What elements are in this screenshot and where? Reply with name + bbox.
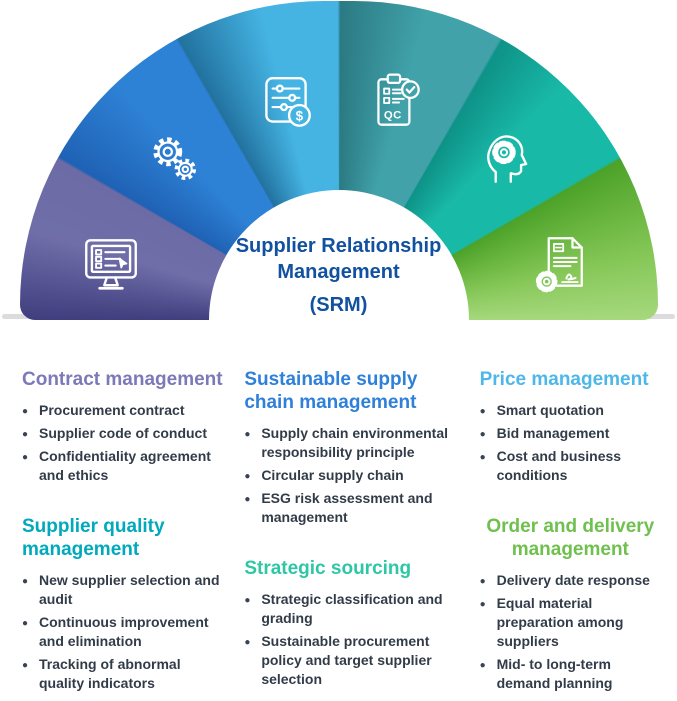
section-heading: Price management bbox=[479, 369, 649, 390]
monitor-checklist-icon bbox=[78, 230, 144, 296]
bullet-list: New supplier selection and audit Continu… bbox=[22, 571, 228, 693]
bullet-item: Bid management bbox=[480, 424, 661, 444]
bullet-item: Tracking of abnormal quality indicators bbox=[22, 655, 228, 693]
gears-icon bbox=[142, 126, 208, 192]
svg-text:QC: QC bbox=[384, 110, 402, 122]
bullet-list: Procurement contract Supplier code of co… bbox=[22, 401, 228, 485]
bullet-list: Supply chain environmental responsibilit… bbox=[244, 424, 463, 527]
section-order-delivery-management: Order and delivery management Delivery d… bbox=[480, 515, 661, 697]
title-acronym: (SRM) bbox=[309, 294, 368, 316]
sections-column-left: Contract management Procurement contract… bbox=[22, 368, 228, 701]
bullet-item: Confidentiality agreement and ethics bbox=[22, 447, 228, 485]
section-strategic-sourcing: Strategic sourcing Strategic classificat… bbox=[244, 557, 463, 693]
section-heading: Contract management bbox=[22, 369, 223, 390]
bullet-item: Delivery date response bbox=[480, 571, 661, 591]
sections-area: Contract management Procurement contract… bbox=[0, 334, 677, 701]
bullet-item: Supply chain environmental responsibilit… bbox=[244, 424, 463, 462]
bullet-list: Strategic classification and grading Sus… bbox=[244, 590, 463, 689]
bullet-list: Delivery date response Equal material pr… bbox=[480, 571, 661, 693]
title-line-1: Supplier Relationship bbox=[235, 235, 442, 257]
bullet-item: Sustainable procurement policy and targe… bbox=[244, 632, 463, 689]
head-gear-icon bbox=[472, 124, 538, 190]
section-price-management: Price management Smart quotation Bid man… bbox=[480, 368, 661, 489]
svg-text:$: $ bbox=[296, 109, 304, 124]
section-heading: Strategic sourcing bbox=[244, 558, 412, 579]
bullet-item: Mid- to long-term demand planning bbox=[480, 655, 661, 693]
bullet-item: Circular supply chain bbox=[244, 466, 463, 486]
bullet-item: Procurement contract bbox=[22, 401, 228, 421]
bullet-item: Smart quotation bbox=[480, 401, 661, 421]
section-sustainable-supply-chain: Sustainable supply chain management Supp… bbox=[244, 368, 463, 531]
section-heading: Order and delivery management bbox=[486, 516, 655, 560]
bullet-item: ESG risk assessment and management bbox=[244, 489, 463, 527]
bullet-item: New supplier selection and audit bbox=[22, 571, 228, 609]
bullet-item: Cost and business conditions bbox=[480, 447, 661, 485]
sections-column-middle: Sustainable supply chain management Supp… bbox=[244, 368, 463, 701]
bullet-item: Continuous improvement and elimination bbox=[22, 613, 228, 651]
bullet-item: Supplier code of conduct bbox=[22, 424, 228, 444]
section-supplier-quality-management: Supplier quality management New supplier… bbox=[22, 515, 228, 697]
gauge: $ QC bbox=[0, 0, 677, 334]
money-sliders-icon: $ bbox=[253, 71, 319, 137]
document-gear-icon bbox=[524, 230, 590, 296]
title-line-2: Management bbox=[277, 261, 400, 283]
qc-clipboard-icon: QC bbox=[364, 69, 430, 135]
bullet-item: Strategic classification and grading bbox=[244, 590, 463, 628]
section-heading: Supplier quality management bbox=[22, 516, 165, 560]
center-title: Supplier Relationship Management (SRM) bbox=[209, 233, 469, 318]
sections-column-right: Price management Smart quotation Bid man… bbox=[480, 368, 661, 701]
section-heading: Sustainable supply chain management bbox=[244, 369, 418, 413]
section-contract-management: Contract management Procurement contract… bbox=[22, 368, 228, 489]
bullet-list: Smart quotation Bid management Cost and … bbox=[480, 401, 661, 485]
bullet-item: Equal material preparation among supplie… bbox=[480, 594, 661, 651]
